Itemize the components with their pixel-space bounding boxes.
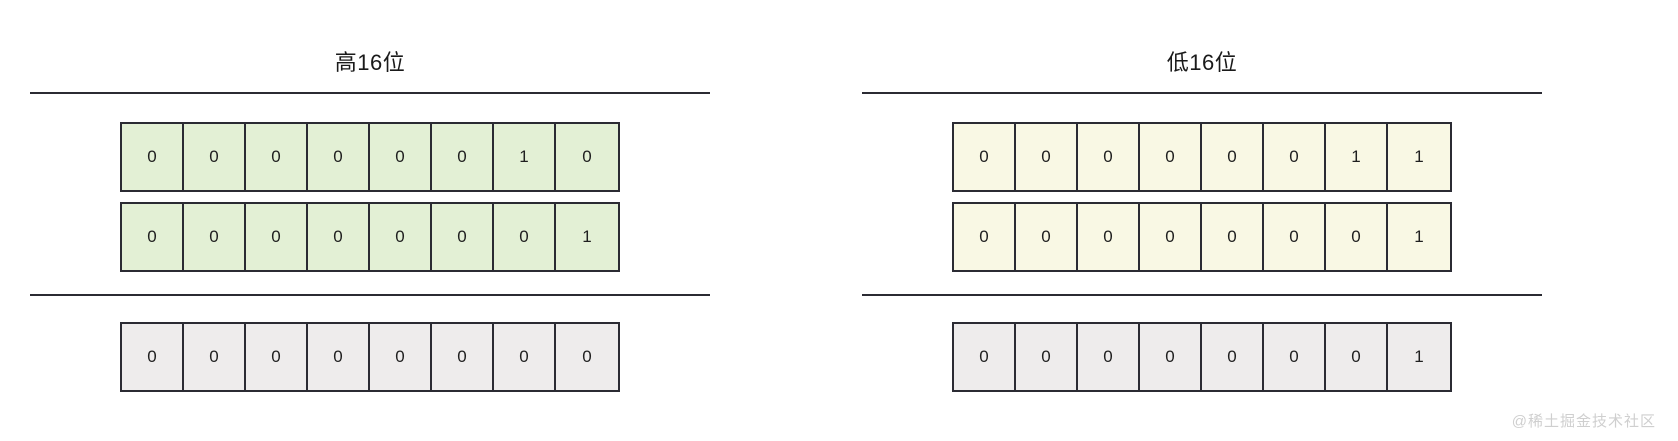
bit-cell: 0 xyxy=(1326,204,1388,270)
bit-cell: 0 xyxy=(184,204,246,270)
bit-cell: 0 xyxy=(246,204,308,270)
result-row-low: 0 0 0 0 0 0 0 1 xyxy=(862,322,1542,392)
bit-cell: 1 xyxy=(1388,124,1450,190)
panel-high-16-bits: 高16位 0 0 0 0 0 0 1 0 0 0 0 0 0 0 0 1 xyxy=(30,0,710,441)
bit-row: 0 0 0 0 0 0 0 1 xyxy=(952,202,1452,272)
bit-cell: 0 xyxy=(954,204,1016,270)
bit-cell: 0 xyxy=(122,124,184,190)
bit-cell: 0 xyxy=(494,204,556,270)
bit-cell: 0 xyxy=(246,124,308,190)
bit-row: 0 0 0 0 0 0 0 1 xyxy=(120,202,620,272)
bit-cell: 0 xyxy=(246,324,308,390)
bit-cell: 0 xyxy=(954,124,1016,190)
bit-cell: 0 xyxy=(432,204,494,270)
bit-cell: 0 xyxy=(122,324,184,390)
divider-bottom-low xyxy=(862,294,1542,296)
bit-cell: 0 xyxy=(1140,124,1202,190)
watermark: @稀土掘金技术社区 xyxy=(1511,413,1656,430)
bit-cell: 0 xyxy=(1202,324,1264,390)
divider-top-high xyxy=(30,92,710,94)
bit-row: 0 0 0 0 0 0 0 1 xyxy=(952,322,1452,392)
bit-cell: 0 xyxy=(184,124,246,190)
result-row-high: 0 0 0 0 0 0 0 0 xyxy=(30,322,710,392)
divider-top-low xyxy=(862,92,1542,94)
bit-cell: 1 xyxy=(494,124,556,190)
bit-rows-high: 0 0 0 0 0 0 1 0 0 0 0 0 0 0 0 1 xyxy=(30,122,710,272)
bit-cell: 0 xyxy=(1264,204,1326,270)
bit-cell: 0 xyxy=(432,124,494,190)
bit-row: 0 0 0 0 0 0 1 1 xyxy=(952,122,1452,192)
bit-cell: 0 xyxy=(122,204,184,270)
bit-rows-low: 0 0 0 0 0 0 1 1 0 0 0 0 0 0 0 1 xyxy=(862,122,1542,272)
bit-cell: 0 xyxy=(308,324,370,390)
bit-cell: 0 xyxy=(1140,204,1202,270)
bit-row: 0 0 0 0 0 0 1 0 xyxy=(120,122,620,192)
bit-cell: 0 xyxy=(1326,324,1388,390)
bit-cell: 0 xyxy=(1264,124,1326,190)
bit-cell: 0 xyxy=(1016,124,1078,190)
bit-row: 0 0 0 0 0 0 0 0 xyxy=(120,322,620,392)
panel-title-low: 低16位 xyxy=(1166,50,1238,75)
bit-cell: 0 xyxy=(556,124,618,190)
bit-cell: 0 xyxy=(308,204,370,270)
bit-cell: 0 xyxy=(1016,324,1078,390)
bit-cell: 0 xyxy=(954,324,1016,390)
bit-cell: 0 xyxy=(1202,204,1264,270)
bit-cell: 0 xyxy=(1078,124,1140,190)
bit-cell: 0 xyxy=(1078,204,1140,270)
bit-cell: 0 xyxy=(1264,324,1326,390)
bit-cell: 0 xyxy=(1202,124,1264,190)
bit-cell: 0 xyxy=(370,204,432,270)
bit-cell: 0 xyxy=(370,324,432,390)
bit-cell: 0 xyxy=(556,324,618,390)
bit-cell: 1 xyxy=(1326,124,1388,190)
bit-cell: 0 xyxy=(1140,324,1202,390)
bit-cell: 1 xyxy=(556,204,618,270)
bit-cell: 1 xyxy=(1388,204,1450,270)
bit-cell: 0 xyxy=(1016,204,1078,270)
bit-cell: 0 xyxy=(494,324,556,390)
panel-title-high: 高16位 xyxy=(334,50,406,75)
panel-low-16-bits: 低16位 0 0 0 0 0 0 1 1 0 0 0 0 0 0 0 1 xyxy=(862,0,1542,441)
bit-cell: 0 xyxy=(1078,324,1140,390)
bit-cell: 1 xyxy=(1388,324,1450,390)
bit-cell: 0 xyxy=(184,324,246,390)
bit-cell: 0 xyxy=(370,124,432,190)
bit-cell: 0 xyxy=(432,324,494,390)
divider-bottom-high xyxy=(30,294,710,296)
bit-cell: 0 xyxy=(308,124,370,190)
